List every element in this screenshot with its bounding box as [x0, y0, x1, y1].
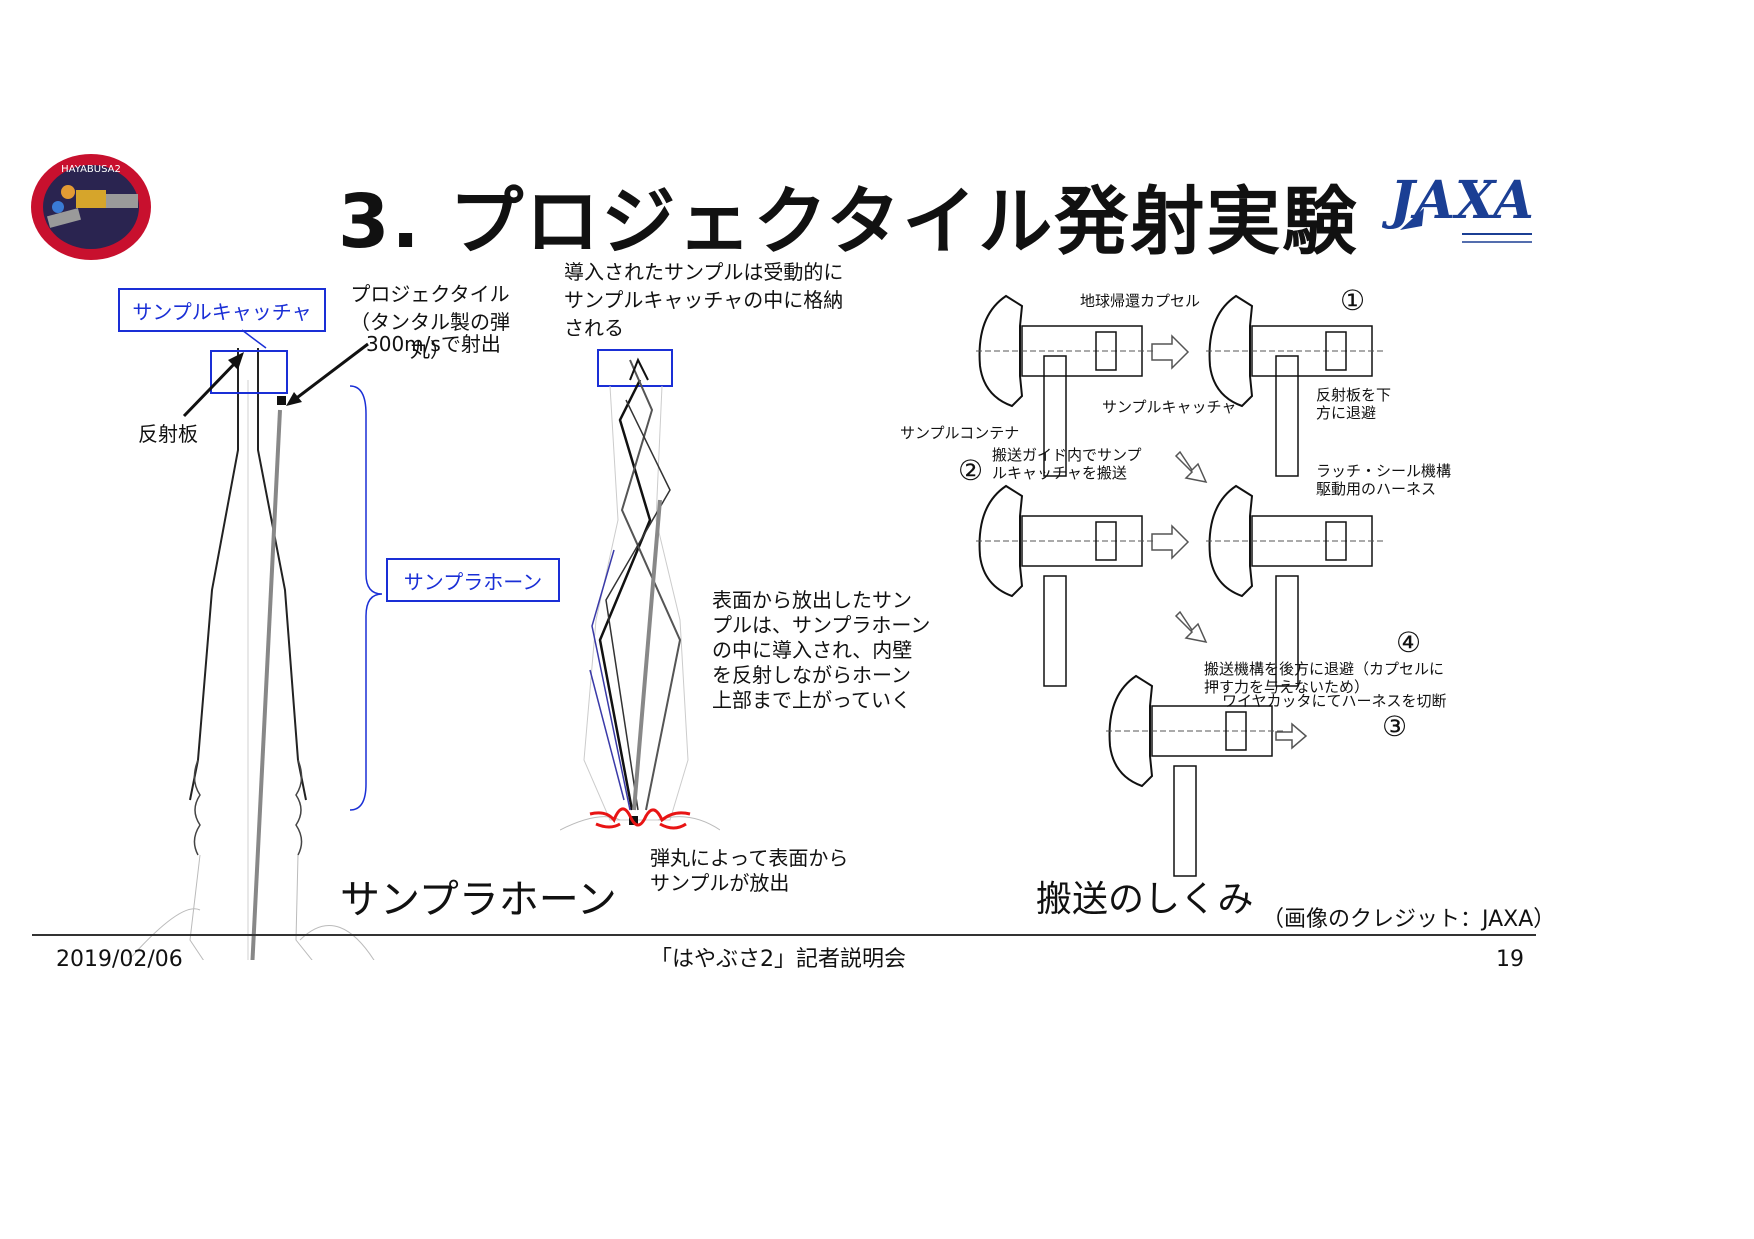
transport-mechanism-diagram — [976, 295, 1387, 877]
step-3: ③ — [1382, 710, 1408, 743]
horn-bracket — [349, 385, 383, 811]
hayabusa2-patch-icon: HAYABUSA2 — [31, 154, 151, 260]
sample-horn-label: サンプラホーン — [386, 558, 560, 602]
capsule-label: 地球帰還カプセル — [1080, 292, 1201, 310]
transport-section-title: 搬送のしくみ — [1036, 879, 1254, 920]
ejecta-horn-diagram — [560, 349, 720, 831]
svg-text:HAYABUSA2: HAYABUSA2 — [61, 164, 121, 175]
jaxa-logo-icon: JAXA — [1381, 170, 1534, 243]
catcher-label-transport: サンプルキャッチャ — [1102, 398, 1237, 416]
step-1: ① — [1340, 284, 1366, 317]
jaxa-logo: JAXA — [1381, 160, 1540, 252]
reflector-arrow — [182, 352, 244, 418]
sample-catcher-box — [210, 350, 288, 394]
footer-event: 「はやぶさ2」記者説明会 — [650, 947, 906, 972]
container-label: サンプルコンテナ — [900, 424, 1020, 442]
step-2: ② — [958, 454, 984, 487]
horn-section-title: サンプラホーン — [340, 877, 617, 923]
hayabusa2-patch: HAYABUSA2 — [28, 152, 154, 262]
sample-catcher-label: サンプルキャッチャ — [118, 288, 326, 332]
impact-text: 弾丸によって表面から サンプルが放出 — [650, 846, 849, 895]
impact-burst — [589, 807, 691, 830]
step-4: ④ — [1396, 626, 1422, 659]
ejecta-text: 表面から放出したサン プルは、サンプラホーン の中に導入され、内壁 を反射しなが… — [712, 588, 931, 712]
projectile-label: プロジェクタイル （タンタル製の弾丸） — [350, 282, 510, 362]
projectile-arrow — [286, 342, 369, 406]
captured-text: 導入されたサンプルは受動的に サンプルキャッチャの中に格納 される — [564, 260, 844, 340]
step2-text: 搬送ガイド内でサンプ ルキャッチャを搬送 — [992, 446, 1142, 482]
latch-harness-label: ラッチ・シール機構 駆動用のハーネス — [1316, 462, 1452, 498]
wire-cutter-text: ワイヤカッタにてハーネスを切断 — [1222, 692, 1447, 710]
step4-text: 搬送機構を後方に退避（カプセルに 押す力を与えないため） — [1204, 660, 1445, 696]
catcher-leader-line — [241, 329, 267, 349]
footer-divider — [32, 934, 1536, 936]
reflector-retract-label: 反射板を下 方に退避 — [1316, 386, 1392, 422]
page-number: 19 — [1496, 947, 1524, 972]
speed-label: 300m/sで射出 — [366, 332, 501, 356]
image-credit: （画像のクレジット：JAXA） — [1262, 907, 1556, 932]
reflector-label: 反射板 — [138, 422, 198, 446]
footer-date: 2019/02/06 — [56, 947, 183, 972]
sampler-horn-diagram — [128, 348, 375, 960]
svg-text:JAXA: JAXA — [1382, 170, 1534, 231]
page-title: 3. プロジェクタイル発射実験 — [338, 179, 1359, 265]
